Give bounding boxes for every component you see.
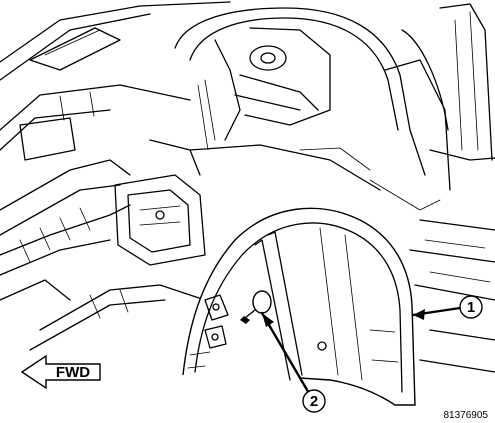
figure-id: 81376905 bbox=[444, 410, 489, 421]
wheelhouse-liner bbox=[182, 207, 416, 406]
callout-2-label: 2 bbox=[310, 393, 318, 410]
forward-direction-arrow: FWD bbox=[20, 354, 101, 390]
callout-2: 2 bbox=[302, 389, 326, 413]
forward-direction-label: FWD bbox=[56, 364, 90, 381]
leader-line-2 bbox=[260, 311, 312, 397]
callout-1: 1 bbox=[459, 295, 483, 319]
callout-1-label: 1 bbox=[467, 299, 475, 316]
leader-lines bbox=[260, 306, 462, 397]
vehicle-body-structure bbox=[0, 1, 495, 373]
push-pin-fastener bbox=[240, 290, 272, 324]
